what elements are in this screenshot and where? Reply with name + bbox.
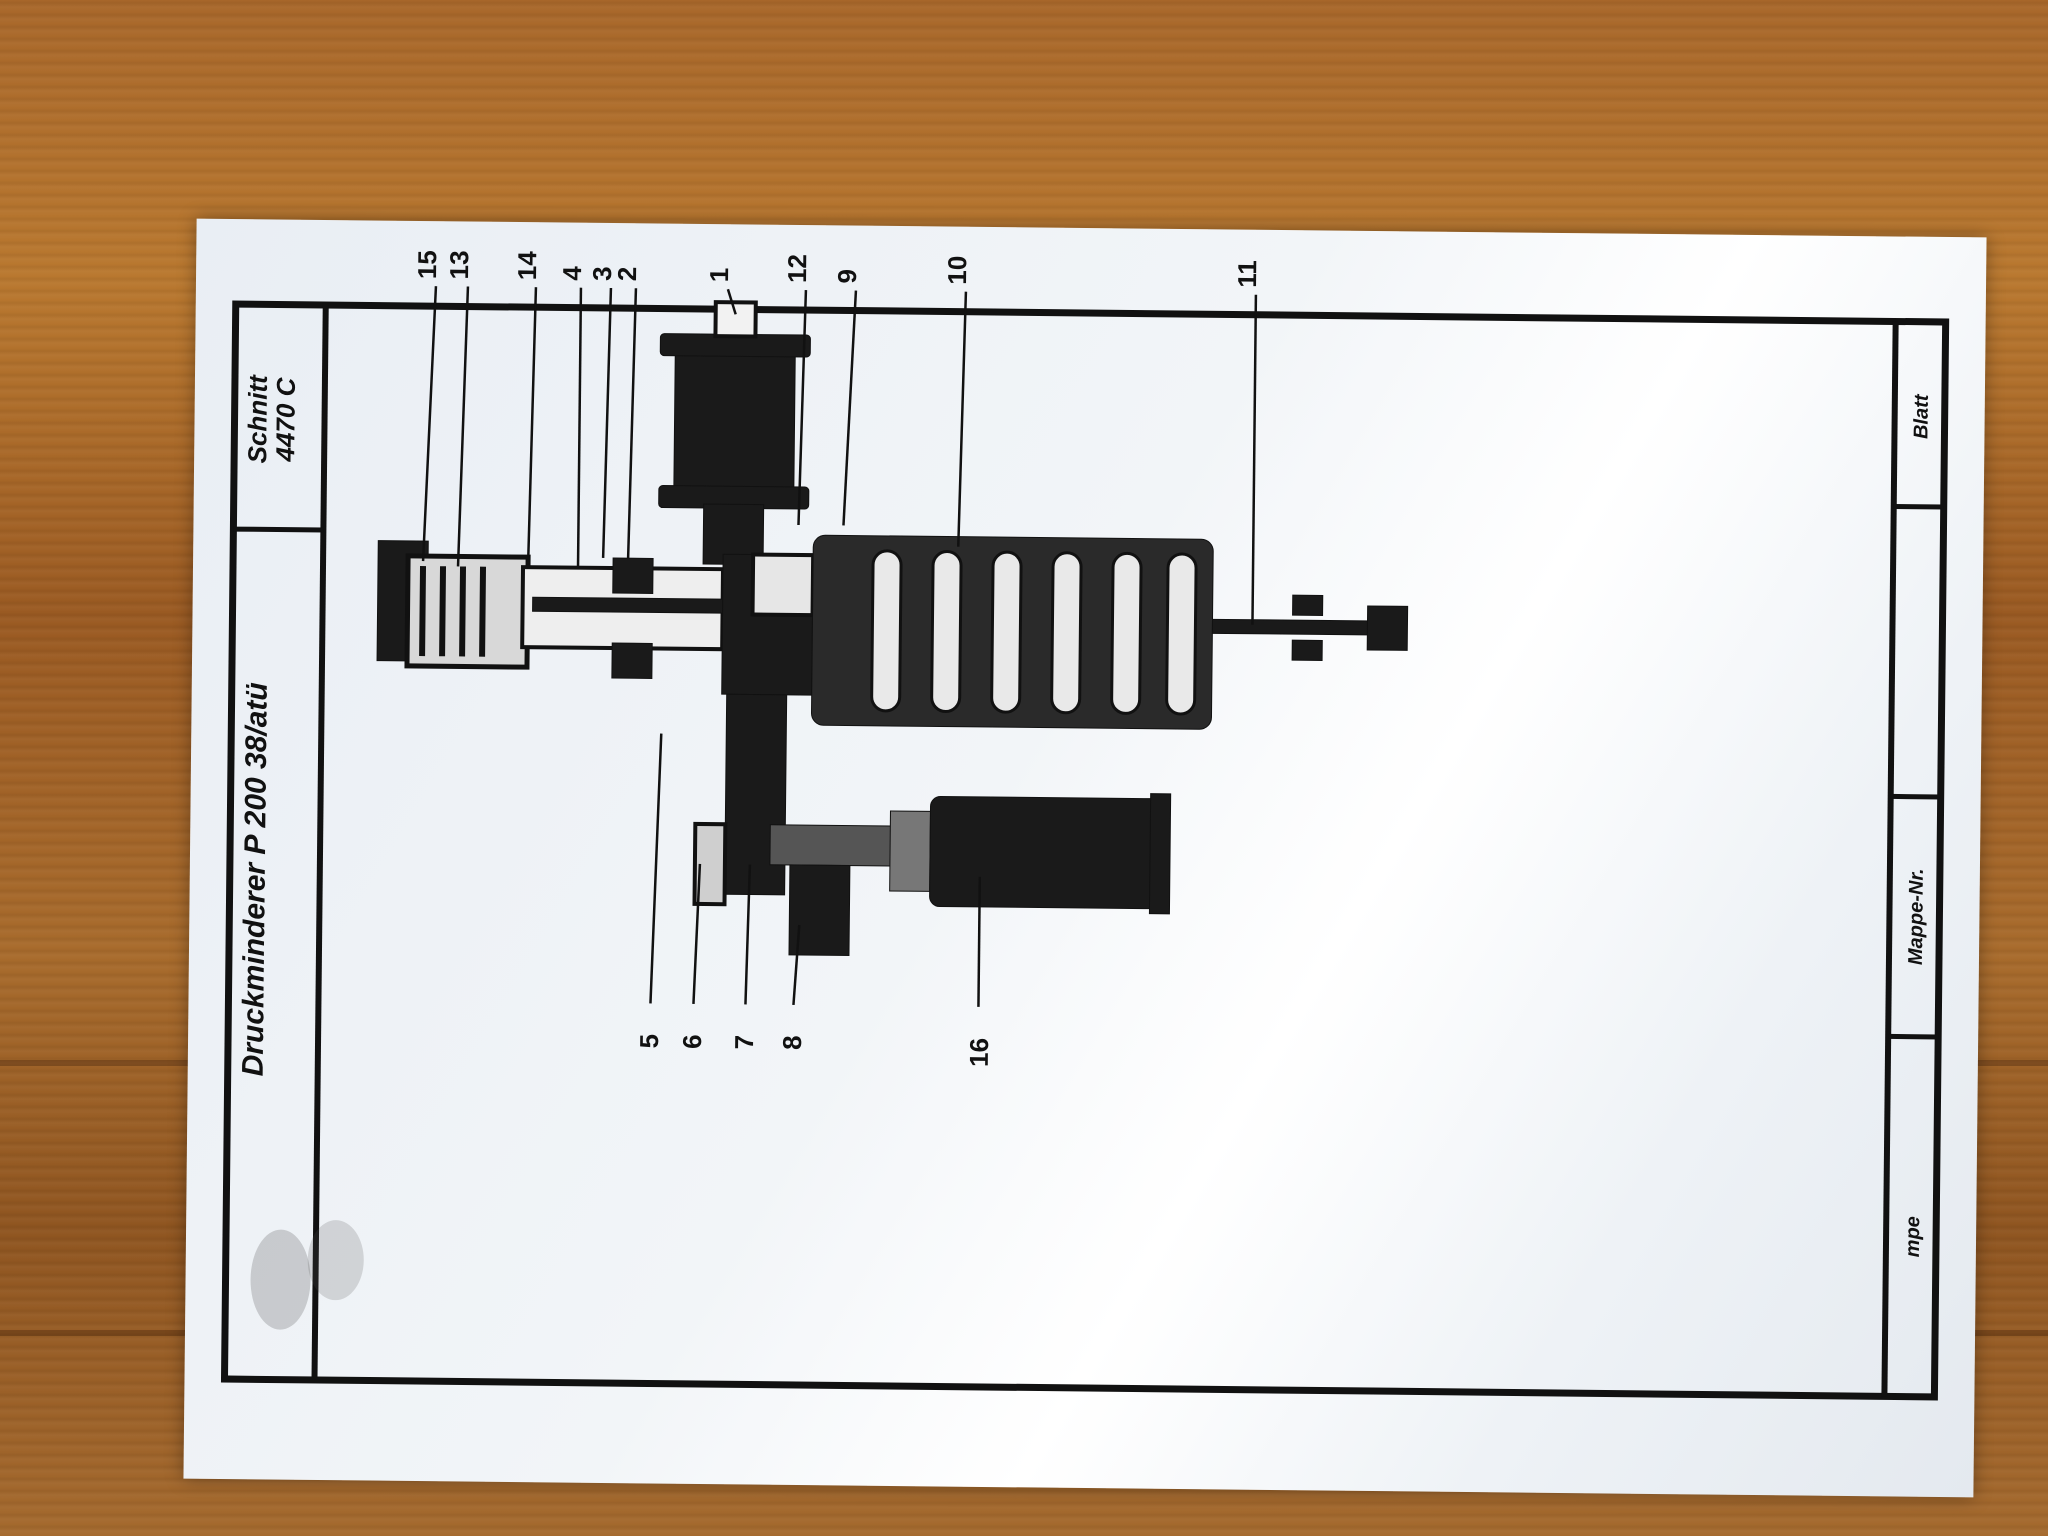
title-strip-divider <box>311 304 329 1380</box>
callout-9: 9 <box>832 269 862 284</box>
ink-smudge <box>307 1220 364 1301</box>
callout-11: 11 <box>1232 260 1262 288</box>
central-chamber <box>750 552 816 618</box>
upper-spring <box>419 566 487 657</box>
inlet-thread <box>713 300 758 339</box>
title-box-divider <box>233 526 324 533</box>
mpe-field: mpe <box>1902 1216 1924 1257</box>
main-spring-coils <box>870 549 1198 716</box>
info-box-divider <box>1890 793 1941 800</box>
callout-6: 6 <box>677 1034 707 1049</box>
valve-stem <box>532 596 734 614</box>
callout-numbers: 15 13 14 4 3 2 1 12 9 10 11 5 6 7 8 16 <box>412 250 1262 1067</box>
blatt-field: Blatt <box>1910 393 1932 439</box>
outlet-cylinder <box>929 795 1162 910</box>
lock-nut-top <box>1292 594 1324 616</box>
pressure-reducer-illustration <box>376 300 1409 957</box>
callout-2: 2 <box>612 267 642 282</box>
outlet-thread-right <box>889 810 931 892</box>
info-strip-divider <box>1881 321 1899 1397</box>
callout-10: 10 <box>942 256 972 285</box>
outlet-thread-left <box>692 821 728 907</box>
callout-15: 15 <box>412 250 442 279</box>
outlet-fitting-lower <box>788 864 851 957</box>
section-label: Schnitt <box>242 374 273 464</box>
section-number: 4470 C <box>270 376 301 462</box>
callout-4: 4 <box>557 265 587 280</box>
lock-nut-bottom <box>1291 639 1323 661</box>
info-box-divider <box>1893 503 1944 510</box>
mappe-nr-field: Mappe-Nr. <box>1905 868 1928 965</box>
technical-drawing-sheet: Druckminderer P 200 38/atü Schnitt 4470 … <box>183 218 1987 1498</box>
outlet-cylinder-end <box>1148 793 1172 915</box>
info-box-divider <box>1888 1033 1939 1040</box>
callout-14: 14 <box>512 251 542 281</box>
adjusting-screw-head <box>1366 605 1409 651</box>
outlet-branch <box>769 824 901 867</box>
callout-8: 8 <box>777 1035 807 1050</box>
callout-leaders <box>421 286 1258 1007</box>
inlet-cylinder <box>673 338 796 506</box>
sheet-title: Druckminderer P 200 38/atü <box>237 682 274 1076</box>
callout-5: 5 <box>634 1034 664 1049</box>
callout-7: 7 <box>729 1035 759 1050</box>
valve-seat-upper <box>612 557 654 594</box>
ink-smudge <box>250 1229 311 1330</box>
drawing-border <box>220 300 1950 1401</box>
callout-1: 1 <box>704 268 734 283</box>
callout-3: 3 <box>587 266 617 281</box>
valve-seat-lower <box>611 642 653 679</box>
drawing-svg: Druckminderer P 200 38/atü Schnitt 4470 … <box>220 250 1950 1401</box>
callout-12: 12 <box>782 254 812 283</box>
adjusting-screw <box>1211 618 1389 636</box>
callout-16: 16 <box>964 1038 994 1067</box>
callout-13: 13 <box>444 250 474 279</box>
